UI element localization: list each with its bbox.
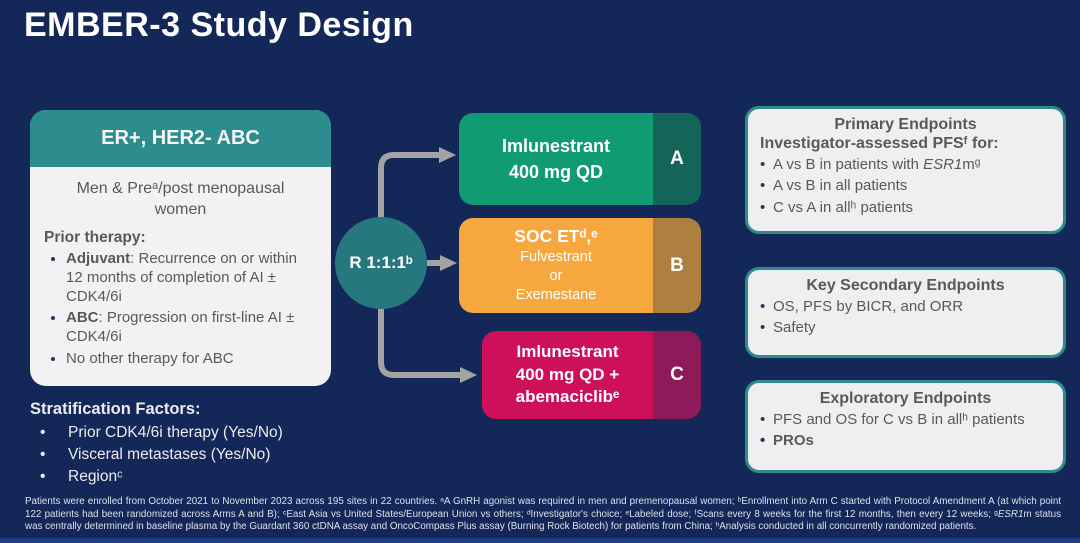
bullet-lead: Adjuvant (66, 249, 131, 267)
randomization-arrows (378, 147, 477, 383)
arm-b-tab: B (653, 218, 701, 313)
arm-a-line2: 400 mg QD (508, 162, 604, 182)
randomization-circle: R 1:1:1ᵇ (335, 217, 427, 309)
arm-c-line3: abemaciclibᵉ (515, 387, 620, 407)
panel-title: Primary Endpoints (834, 116, 977, 133)
arm-a-line1: Imlunestrant (501, 135, 611, 156)
bullet-text: A vs B in patients with (773, 156, 924, 173)
gene-symbol: ESR1 (923, 156, 963, 173)
arm-b-line1: Fulvestrant (520, 249, 592, 266)
arm-c-content: Imlunestrant 400 mg QD + abemaciclibᵉ (482, 331, 653, 419)
bullet-text: mᵍ (962, 156, 981, 173)
stratification-section: Stratification Factors: Prior CDK4/6i th… (30, 400, 370, 488)
list-item: C vs A in allʰ patients (760, 197, 1051, 219)
arm-c-line2: 400 mg QD + (515, 364, 620, 384)
list-item: A vs B in all patients (760, 175, 1051, 197)
eligibility-box: ER+, HER2- ABC Men & Preᵃ/post menopausa… (30, 110, 331, 386)
gene-symbol: ESR1 (997, 508, 1024, 520)
secondary-endpoints-panel: Key Secondary Endpoints OS, PFS by BICR,… (745, 267, 1066, 358)
list-item: PROs (760, 430, 1051, 452)
footnote: Patients were enrolled from October 2021… (25, 496, 1061, 534)
list-item: No other therapy for ABC (66, 349, 317, 368)
exploratory-endpoints-panel: Exploratory Endpoints PFS and OS for C v… (745, 380, 1066, 473)
bullet-rest: : Recurrence on or within 12 months of c… (66, 249, 297, 305)
eligibility-body: Men & Preᵃ/post menopausal women Prior t… (30, 167, 331, 386)
primary-subtitle: Investigator-assessed PFSᶠ for: (760, 135, 999, 152)
arm-b-line3: Exemestane (515, 286, 597, 303)
arm-b-title: SOC ETᵈ,ᵉ (514, 226, 598, 247)
arm-c-box: Imlunestrant 400 mg QD + abemaciclibᵉ C (482, 331, 701, 419)
list-item: ABC: Progression on first-line AI ± CDK4… (66, 308, 317, 346)
primary-endpoints-list: A vs B in patients with ESR1mᵍ A vs B in… (760, 154, 1051, 218)
arm-a-tab: A (653, 113, 701, 205)
list-item: A vs B in patients with ESR1mᵍ (760, 154, 1051, 176)
population-text: Men & Preᵃ/post menopausal women (76, 180, 285, 218)
arm-c-line1: Imlunestrant (516, 341, 619, 361)
list-item: PFS and OS for C vs B in allʰ patients (760, 409, 1051, 431)
panel-title: Exploratory Endpoints (819, 390, 992, 407)
stratification-list: Prior CDK4/6i therapy (Yes/No) Visceral … (30, 422, 370, 488)
list-item: Prior CDK4/6i therapy (Yes/No) (30, 422, 370, 444)
bullet-rest: No other therapy for ABC (66, 349, 234, 367)
prior-therapy-label: Prior therapy: (44, 228, 146, 246)
primary-endpoints-panel: Primary Endpoints Investigator-assessed … (745, 106, 1066, 234)
arm-b-line2: or (549, 268, 563, 285)
prior-therapy-list: Adjuvant: Recurrence on or within 12 mon… (44, 249, 317, 368)
footnote-part2: m status was centrally determined in bas… (25, 508, 1061, 533)
list-item: OS, PFS by BICR, and ORR (760, 296, 1051, 318)
bullet-lead: ABC (66, 309, 99, 327)
stratification-title: Stratification Factors: (30, 400, 201, 418)
arm-a-box: Imlunestrant 400 mg QD A (459, 113, 701, 205)
page-title: EMBER-3 Study Design (24, 6, 414, 44)
secondary-endpoints-list: OS, PFS by BICR, and ORR Safety (760, 296, 1051, 339)
list-item: Adjuvant: Recurrence on or within 12 mon… (66, 249, 317, 307)
arm-b-content: SOC ETᵈ,ᵉ Fulvestrant or Exemestane (459, 218, 653, 313)
list-item: Safety (760, 317, 1051, 339)
exploratory-endpoints-list: PFS and OS for C vs B in allʰ patients P… (760, 409, 1051, 452)
arm-c-tab: C (653, 331, 701, 419)
footnote-part1: Patients were enrolled from October 2021… (25, 496, 1061, 520)
panel-title: Key Secondary Endpoints (806, 277, 1005, 294)
bottom-accent-bar (0, 538, 1080, 543)
list-item: Visceral metastases (Yes/No) (30, 444, 370, 466)
arm-a-content: Imlunestrant 400 mg QD (459, 113, 653, 205)
bullet-rest: : Progression on first-line AI ± CDK4/6i (66, 309, 295, 346)
arm-b-box: SOC ETᵈ,ᵉ Fulvestrant or Exemestane B (459, 218, 701, 313)
eligibility-header: ER+, HER2- ABC (30, 110, 331, 167)
list-item: Regionᶜ (30, 466, 370, 488)
